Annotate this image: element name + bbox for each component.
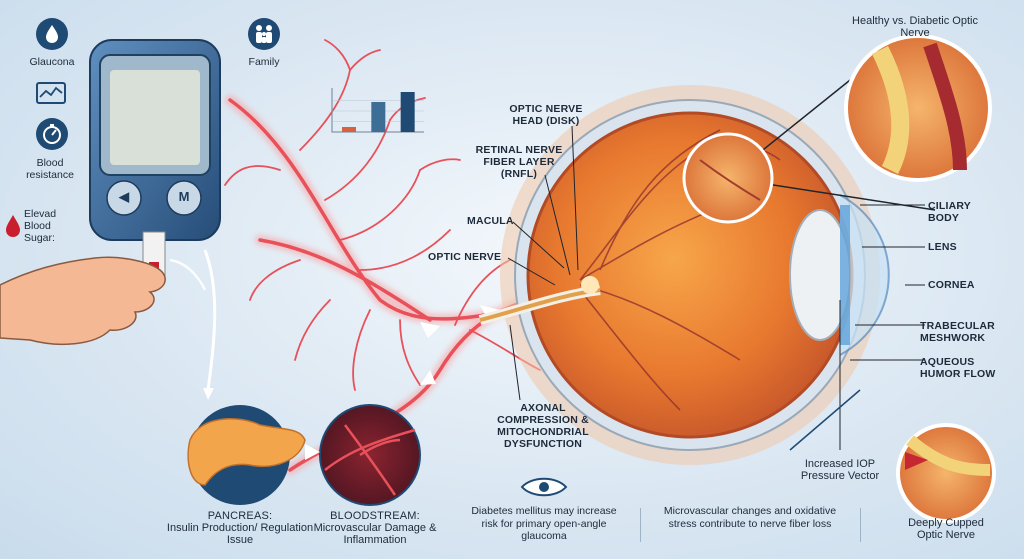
glucose-meter: [89, 39, 221, 278]
label-deeply-cupped: Deeply Cupped Optic Nerve: [908, 517, 984, 541]
bloodstream-title: BLOODSTREAM:: [330, 510, 420, 522]
mini-chart-bar: [400, 92, 415, 132]
footer-note-microvascular: Microvascular changes and oxidative stre…: [663, 505, 837, 530]
label-bloodstream: BLOODSTREAM: Microvascular Damage & Infl…: [300, 510, 450, 546]
eyeball: [478, 85, 890, 465]
water-drop-icon: [36, 18, 68, 50]
label-pancreas: PANCREAS: Insulin Production/ Regulation…: [160, 510, 320, 546]
elevated-blood-sugar-label: Elevad Blood Sugar:: [24, 208, 57, 244]
mini-chart-bar: [371, 102, 386, 132]
meter-m-button: M: [178, 189, 190, 204]
label-lens: LENS: [928, 241, 957, 253]
pancreas-subtitle: Insulin Production/ Regulation Issue: [166, 522, 314, 546]
label-ciliary-body: CILIARY BODY: [928, 200, 971, 224]
hand: [0, 256, 166, 346]
mini-chart-axes: [331, 88, 424, 133]
meter-left-button: ◀: [119, 189, 129, 204]
optic-disc-zoom: [682, 34, 996, 523]
family-label: Family: [248, 56, 280, 68]
family-icon: [248, 18, 280, 50]
eye-icon: [520, 477, 568, 497]
label-axonal-compression: AXONAL COMPRESSION & MITOCHONDRIAL DYSFU…: [497, 402, 589, 450]
monitor-chart-icon: [36, 82, 66, 104]
bloodstream-circle: [305, 404, 421, 506]
pancreas-circle: [187, 405, 306, 505]
label-rnfl: RETINAL NERVE FIBER LAYER (RNFL): [475, 144, 563, 180]
label-healthy-vs-diabetic: Healthy vs. Diabetic Optic Nerve: [852, 15, 978, 39]
label-optic-nerve-head: OPTIC NERVE HEAD (DISK): [509, 103, 583, 127]
label-macula: MACULA: [467, 215, 514, 227]
mini-chart-bar: [342, 127, 356, 132]
label-iop-pressure-vector: Increased IOP Pressure Vector: [800, 458, 880, 482]
label-cornea: CORNEA: [928, 279, 975, 291]
footer-divider: [640, 508, 641, 542]
glaucoma-label: Glaucona: [29, 56, 75, 68]
mini-bar-chart: [331, 88, 424, 133]
gauge-icon: [36, 118, 68, 150]
label-trabecular-meshwork: TRABECULAR MESHWORK: [920, 320, 995, 344]
footer-note-diabetes: Diabetes mellitus may increase risk for …: [471, 505, 617, 542]
label-aqueous-humor-flow: AQUEOUS HUMOR FLOW: [920, 356, 996, 380]
blood-drop-icon: [4, 214, 22, 238]
label-optic-nerve: OPTIC NERVE: [428, 251, 502, 263]
bloodstream-subtitle: Microvascular Damage & Inflammation: [313, 522, 437, 546]
pancreas-title: PANCREAS:: [207, 510, 273, 522]
footer-divider-2: [860, 508, 861, 542]
blood-resistance-label: Blood resistance: [26, 157, 74, 181]
